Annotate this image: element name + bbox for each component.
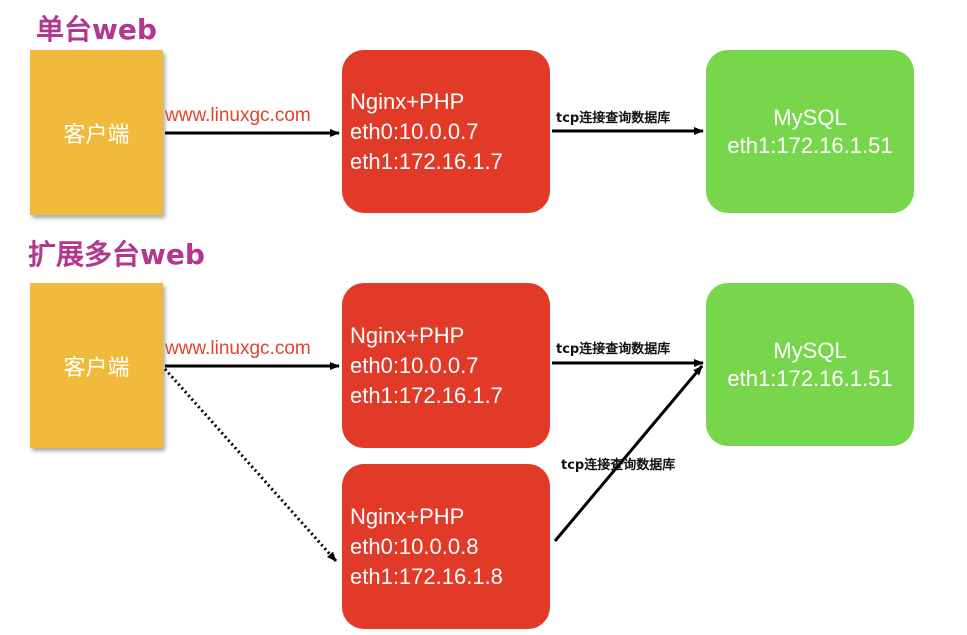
- url-label-multi: www.linuxgc.com: [165, 338, 311, 359]
- web-server-node-2[interactable]: Nginx+PHP eth0:10.0.0.8 eth1:172.16.1.8: [342, 464, 550, 629]
- web-server-software: Nginx+PHP: [350, 88, 465, 114]
- arrow-web-2-to-db: [553, 365, 704, 542]
- web-server-1-eth1: eth1:172.16.1.7: [350, 382, 503, 408]
- client-label: 客户端: [63, 355, 130, 381]
- web-server-node-1[interactable]: Nginx+PHP eth0:10.0.0.7 eth1:172.16.1.7: [342, 283, 550, 448]
- web-server-eth0: eth0:10.0.0.7: [350, 118, 479, 144]
- database-software: MySQL: [773, 104, 847, 130]
- client-node[interactable]: 客户端: [30, 50, 163, 215]
- database-node[interactable]: MySQL eth1:172.16.1.51: [706, 50, 914, 213]
- client-label: 客户端: [63, 122, 130, 148]
- web-server-node[interactable]: Nginx+PHP eth0:10.0.0.7 eth1:172.16.1.7: [342, 50, 550, 213]
- web-server-2-eth0: eth0:10.0.0.8: [350, 533, 479, 559]
- section-title-multi-web: 扩展多台web: [28, 238, 205, 271]
- client-node-multi[interactable]: 客户端: [30, 283, 163, 448]
- database-multi-eth1: eth1:172.16.1.51: [727, 365, 893, 391]
- web-server-1-eth0: eth0:10.0.0.7: [350, 352, 479, 378]
- arrow-client-to-web-2-dotted: [163, 368, 338, 562]
- web-server-eth1: eth1:172.16.1.7: [350, 148, 503, 174]
- section-title-single-web: 单台web: [36, 13, 157, 46]
- web-server-1-software: Nginx+PHP: [350, 322, 465, 348]
- db-connection-label: tcp连接查询数据库: [556, 111, 671, 126]
- web-server-2-eth1: eth1:172.16.1.8: [350, 563, 503, 589]
- url-label: www.linuxgc.com: [165, 105, 311, 126]
- db-connection-label-1: tcp连接查询数据库: [556, 342, 671, 357]
- database-multi-software: MySQL: [773, 337, 847, 363]
- web-server-2-software: Nginx+PHP: [350, 503, 465, 529]
- database-node-multi[interactable]: MySQL eth1:172.16.1.51: [706, 283, 914, 446]
- database-eth1: eth1:172.16.1.51: [727, 132, 893, 158]
